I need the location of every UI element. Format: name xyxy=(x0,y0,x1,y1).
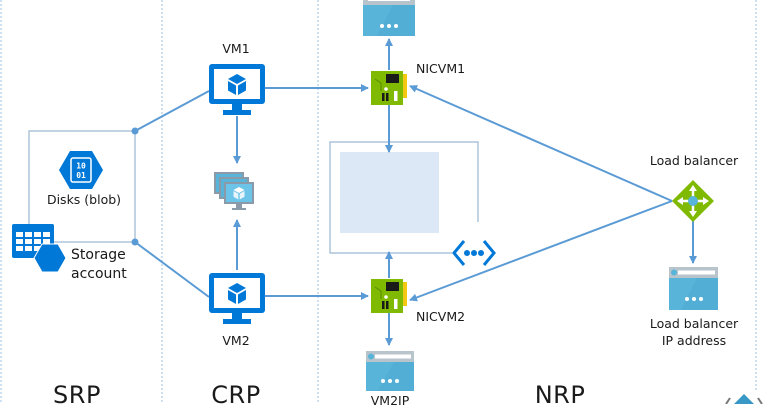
nicvm2-icon[interactable] xyxy=(371,279,407,313)
edge-lb-nicvm2 xyxy=(409,200,673,302)
subnet-area xyxy=(340,152,439,233)
storage-account-icon[interactable] xyxy=(12,224,67,273)
vm2-icon[interactable] xyxy=(209,273,265,324)
disks-label: Disks (blob) xyxy=(46,192,122,207)
virtual-network-icon[interactable] xyxy=(452,240,496,266)
vm2-label: VM2 xyxy=(222,333,250,348)
vm2ip-icon[interactable] xyxy=(366,351,414,391)
edge-lb-nicvm1 xyxy=(409,85,673,202)
load-balancer-label: Load balancer xyxy=(649,153,739,168)
vm1-label: VM1 xyxy=(222,41,250,56)
section-label-srp: SRP xyxy=(53,381,101,409)
load-balancer-icon[interactable] xyxy=(672,180,714,222)
section-dividers xyxy=(0,0,757,404)
vnet-border xyxy=(329,141,479,254)
edge-storage-vm1 xyxy=(134,90,210,132)
junction-dot-bottom xyxy=(131,238,139,246)
svg-text:10: 10 xyxy=(76,162,86,171)
availability-set-icon[interactable] xyxy=(214,172,254,210)
section-label-nrp: NRP xyxy=(534,381,586,409)
storage-label-line1: Storage xyxy=(71,247,126,263)
vm1ip-icon[interactable] xyxy=(363,0,415,36)
storage-account-container xyxy=(28,130,136,243)
nicvm1-label: NICVM1 xyxy=(416,61,466,76)
virtual-network-box xyxy=(329,141,479,254)
section-label-crp: CRP xyxy=(211,381,261,409)
junction-dot-top xyxy=(131,127,139,135)
nicvm1-icon[interactable] xyxy=(371,71,407,105)
storage-label-line2: account xyxy=(71,266,127,282)
nicvm2-label: NICVM2 xyxy=(416,309,466,324)
cropped-network-icon xyxy=(725,394,763,404)
edge-storage-vm2 xyxy=(134,241,210,298)
connectors xyxy=(134,38,697,346)
svg-text:01: 01 xyxy=(76,171,86,180)
vm1-icon[interactable] xyxy=(209,64,265,115)
lb-ip-icon[interactable] xyxy=(669,267,718,310)
lb-ip-label-line2: IP address xyxy=(661,333,727,348)
lb-ip-label-line1: Load balancer xyxy=(649,316,739,331)
disk-blob-icon[interactable]: 10 01 xyxy=(59,151,103,189)
vm2ip-label: VM2IP xyxy=(370,393,410,408)
